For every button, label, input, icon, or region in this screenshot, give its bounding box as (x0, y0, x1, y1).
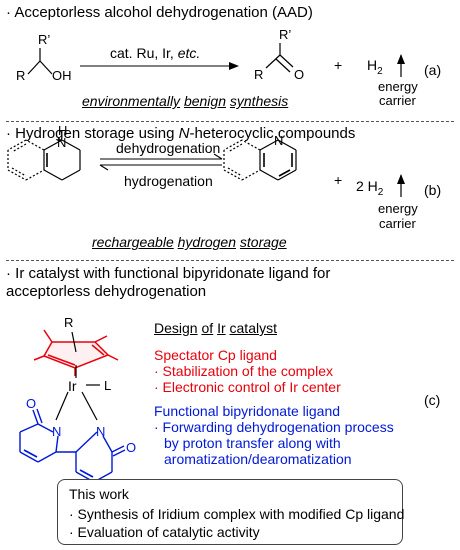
hydrogenation-label: hydrogenation (124, 173, 213, 189)
ketone-structure (265, 43, 294, 73)
spectator-title: Spectator Cp ligand (154, 347, 277, 363)
spectator-item: · Stabilization of the complex (154, 363, 333, 379)
section-c-heading-line2: acceptorless dehydrogenation (6, 283, 207, 300)
ir-bonds (55, 365, 100, 421)
section-b-heading: · Hydrogen storage using N-heterocyclic … (6, 125, 356, 142)
ir-label: Ir (68, 378, 77, 394)
quinoline-n: N (274, 133, 284, 148)
ligand-o-right: O (126, 440, 137, 455)
divider-2 (6, 260, 454, 261)
plus-a: + (334, 57, 343, 73)
tagline-b: rechargeable hydrogen storage (92, 234, 287, 250)
tag-b: (b) (424, 182, 442, 198)
energy-b: energy (378, 201, 418, 216)
tag-c: (c) (424, 392, 441, 408)
ligand-n-left: N (52, 424, 62, 439)
cp-r-bond (71, 331, 77, 353)
h2-a: H2 (367, 57, 383, 77)
nh-h: H (58, 123, 68, 138)
dehydrogenation-label: dehydrogenation (116, 140, 221, 156)
alcohol-oh: OH (52, 68, 72, 83)
spectator-item: · Electronic control of Ir center (154, 379, 341, 395)
tagline-a: environmentally benign synthesis (82, 93, 289, 109)
carrier-b: carrier (379, 216, 416, 231)
tetrahydroquinoline-structure (7, 139, 81, 181)
tag-a: (a) (424, 62, 442, 78)
h2-b: 2 H2 (356, 178, 384, 198)
functional-title: Functional bipyridonate ligand (154, 403, 341, 419)
alcohol-r-prime: R’ (38, 32, 51, 47)
this-work-box: This work · Synthesis of Iridium complex… (57, 479, 405, 545)
energy-a: energy (378, 79, 418, 94)
section-a-heading: · Acceptorless alcohol dehydrogenation (… (6, 4, 313, 21)
section-c-heading-line1: · Ir catalyst with functional bipyridona… (6, 265, 331, 282)
alcohol-r: R (16, 68, 26, 83)
l-label: L (104, 378, 112, 393)
design-title: Design of Ir catalyst (154, 320, 277, 336)
quinoline-structure (223, 139, 297, 181)
this-work-item: · Synthesis of Iridium complex with modi… (69, 506, 405, 522)
catalyst-label: cat. Ru, Ir, etc. (110, 45, 201, 61)
carrier-a: carrier (379, 93, 416, 108)
ketone-r: R (254, 67, 264, 82)
ketone-o: O (294, 67, 305, 82)
cp-ring (33, 329, 119, 376)
ketone-r-prime: R’ (279, 27, 292, 42)
functional-item: · Forwarding dehydrogenation process (154, 419, 394, 435)
ligand-o-top: O (26, 396, 37, 411)
divider-1 (6, 121, 454, 122)
thq-n: N (57, 135, 67, 150)
this-work-item: · Evaluation of catalytic activity (69, 524, 260, 540)
plus-b: + (334, 172, 343, 188)
ligand-n-right: N (96, 424, 106, 439)
equilibrium-arrows (99, 153, 223, 171)
functional-item: by proton transfer along with (164, 435, 341, 451)
functional-item: aromatization/dearomatization (164, 451, 352, 467)
bipyridonate-ligand (19, 408, 126, 483)
alcohol-structure (27, 48, 53, 75)
cp-r-label: R (64, 315, 74, 330)
this-work-title: This work (69, 486, 129, 502)
